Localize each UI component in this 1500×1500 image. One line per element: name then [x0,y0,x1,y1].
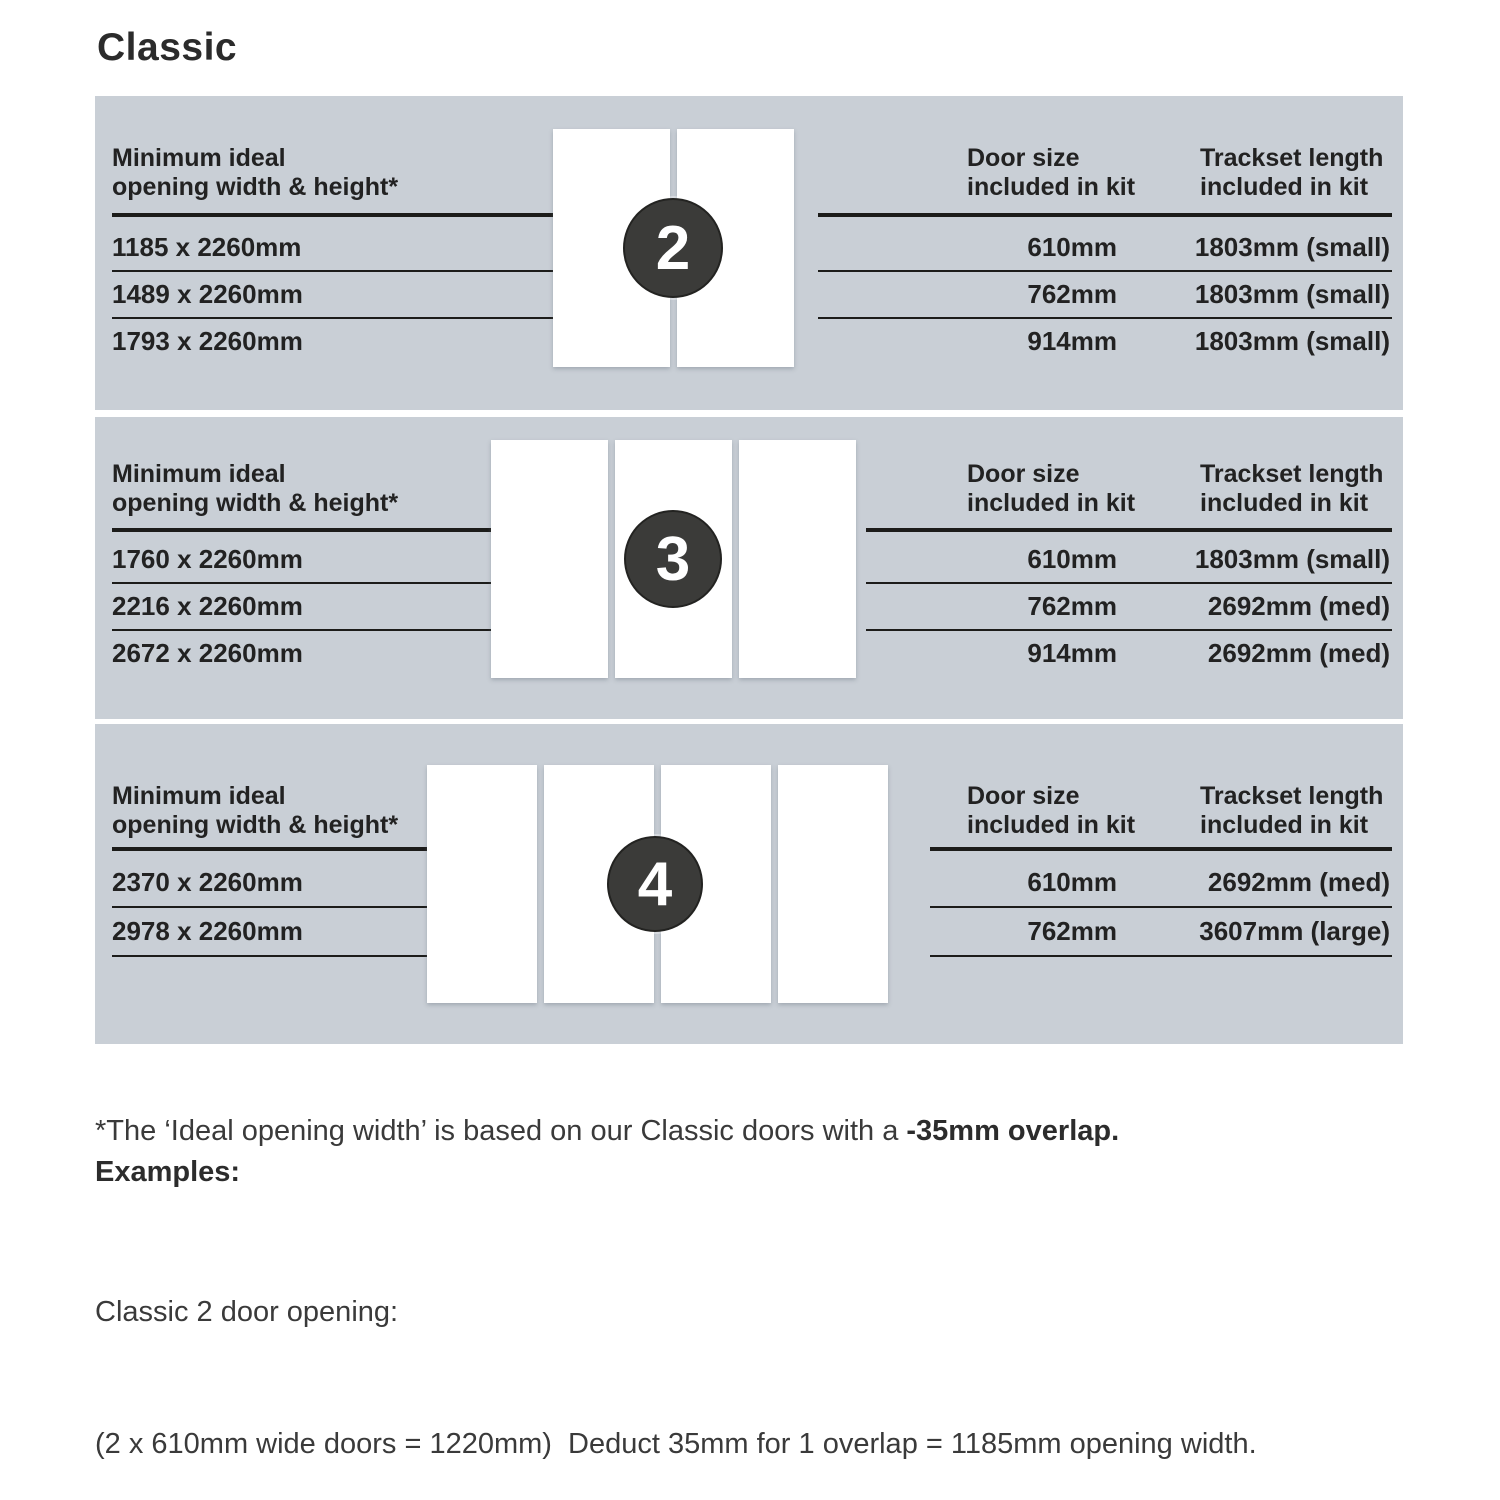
trackset-value: 1803mm (small) [1194,232,1390,262]
trackset-header: Trackset length included in kit [1200,460,1384,517]
panel-3-door: Minimum ideal opening width & height* 17… [95,417,1403,719]
header-rule [818,213,1392,217]
door-size-header: Door size included in kit [967,782,1136,839]
footnote-bold: -35mm overlap. [906,1115,1120,1147]
min-opening-header: Minimum ideal opening width & height* [112,782,437,851]
trackset-header: Trackset length included in kit [1200,782,1384,839]
door-panel [778,765,888,1003]
page-title: Classic [97,26,238,69]
min-opening-row: 2672 x 2260mm [112,638,303,668]
door-panel [491,440,608,678]
examples-heading: Examples: [95,1156,241,1188]
trackset-header: Trackset length included in kit [1200,144,1384,201]
header-rule [930,847,1392,851]
trackset-value: 2692mm (med) [1207,591,1390,621]
trackset-value: 1803mm (small) [1194,326,1390,356]
door-size-header: Door size included in kit [967,460,1136,517]
example-line: (2 x 610mm wide doors = 1220mm) Deduct 3… [95,1428,1257,1460]
header-rule [866,528,1392,532]
trackset-value: 2692mm (med) [1207,638,1390,668]
door-size-value: 762mm [1027,591,1117,621]
door-illustration-3 [491,440,856,678]
spec-row: 610mm 1803mm (small) [818,225,1392,272]
min-opening-row: 2216 x 2260mm [112,584,500,631]
min-opening-row: 1760 x 2260mm [112,537,500,584]
door-count-badge: 3 [624,510,722,608]
spec-row: 914mm 2692mm (med) [866,631,1392,678]
door-count-badge: 4 [607,836,703,932]
spec-row: 610mm 2692mm (med) [930,859,1392,908]
door-count-badge: 2 [623,198,723,298]
door-size-value: 914mm [1027,326,1117,356]
examples-list: Classic 2 door opening: (2 x 610mm wide … [95,1202,1273,1500]
door-illustration-4 [427,765,888,1003]
panel-2-door: Minimum ideal opening width & height* 11… [95,96,1403,410]
door-size-value: 762mm [1027,916,1117,946]
min-opening-header: Minimum ideal opening width & height* [112,460,500,532]
spec-row: 914mm 1803mm (small) [818,319,1392,366]
overlap-footnote: *The ‘Ideal opening width’ is based on o… [95,1115,1119,1148]
door-panel [427,765,537,1003]
spec-row: 762mm 3607mm (large) [930,908,1392,957]
kit-spec-table: 610mm 1803mm (small) 762mm 1803mm (small… [818,225,1392,366]
footnote-text: *The ‘Ideal opening width’ is based on o… [95,1115,907,1147]
door-size-value: 914mm [1027,638,1117,668]
door-size-value: 610mm [1027,867,1117,897]
min-opening-table: Minimum ideal opening width & height* 17… [112,460,500,678]
min-opening-row: 1185 x 2260mm [112,225,564,272]
min-opening-table: Minimum ideal opening width & height* 11… [112,144,564,366]
door-panel [739,440,856,678]
door-size-value: 610mm [1027,544,1117,574]
door-size-value: 762mm [1027,279,1117,309]
trackset-value: 1803mm (small) [1194,279,1390,309]
min-opening-row: 2370 x 2260mm [112,859,437,908]
spec-row: 610mm 1803mm (small) [866,537,1392,584]
min-opening-row: 1489 x 2260mm [112,272,564,319]
trackset-value: 1803mm (small) [1194,544,1390,574]
example-line: Classic 2 door opening: [95,1296,399,1328]
min-opening-table: Minimum ideal opening width & height* 23… [112,782,437,957]
door-size-value: 610mm [1027,232,1117,262]
spec-row: 762mm 2692mm (med) [866,584,1392,631]
trackset-value: 2692mm (med) [1207,867,1390,897]
kit-spec-table: 610mm 1803mm (small) 762mm 2692mm (med) … [866,537,1392,678]
door-size-header: Door size included in kit [967,144,1136,201]
min-opening-header: Minimum ideal opening width & height* [112,144,564,217]
min-opening-row: 1793 x 2260mm [112,326,303,356]
kit-spec-table: 610mm 2692mm (med) 762mm 3607mm (large) [930,859,1392,957]
spec-row: 762mm 1803mm (small) [818,272,1392,319]
panel-4-door: Minimum ideal opening width & height* 23… [95,724,1403,1044]
trackset-value: 3607mm (large) [1199,916,1390,946]
min-opening-row: 2978 x 2260mm [112,908,437,957]
